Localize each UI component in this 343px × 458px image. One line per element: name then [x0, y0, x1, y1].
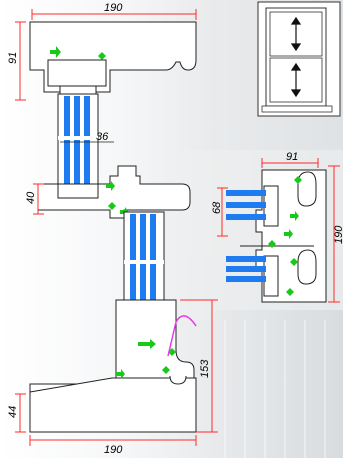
side-total-height-dimension: 190	[328, 165, 343, 303]
side-glass-height-label: 68	[211, 201, 223, 214]
side-seals	[268, 176, 302, 296]
glass-width-dimension: 36	[60, 131, 114, 143]
upper-glass	[57, 93, 99, 199]
side-width-dimension: 91	[261, 151, 319, 168]
side-lower-glass	[226, 256, 266, 282]
bottom-base-dimension: 44	[7, 393, 26, 433]
bottom-base-label: 44	[7, 406, 19, 418]
lower-glass	[123, 211, 165, 311]
sill-left-label: 40	[25, 191, 37, 204]
side-total-height-label: 190	[333, 225, 343, 244]
magenta-drip-line	[167, 315, 197, 357]
glass-width-label: 36	[96, 131, 109, 143]
bottom-sill-profile	[29, 299, 197, 433]
side-width-label: 91	[286, 151, 298, 163]
up-down-arrow-icon	[290, 16, 302, 52]
bottom-width-dimension: 190	[29, 435, 197, 456]
side-upper-glass	[221, 188, 266, 222]
top-dimension: 190	[31, 2, 197, 20]
head-seals	[50, 46, 106, 60]
bottom-right-height-label: 153	[199, 359, 211, 378]
up-down-arrow-icon-lower	[290, 62, 302, 98]
top-width-label: 190	[104, 2, 123, 14]
head-profile	[29, 21, 197, 95]
sill-left-dimension: 40	[25, 183, 44, 215]
head-height-label: 91	[7, 52, 19, 64]
bottom-right-height-dimension: 153	[180, 299, 218, 433]
bottom-width-label: 190	[104, 444, 123, 456]
head-height-dimension: 91	[7, 21, 26, 101]
side-glass-height-dimension: 68	[211, 187, 228, 237]
bottom-seals	[116, 339, 176, 379]
meeting-rail-profile	[37, 165, 191, 219]
double-arrow-window-icon	[257, 1, 341, 117]
